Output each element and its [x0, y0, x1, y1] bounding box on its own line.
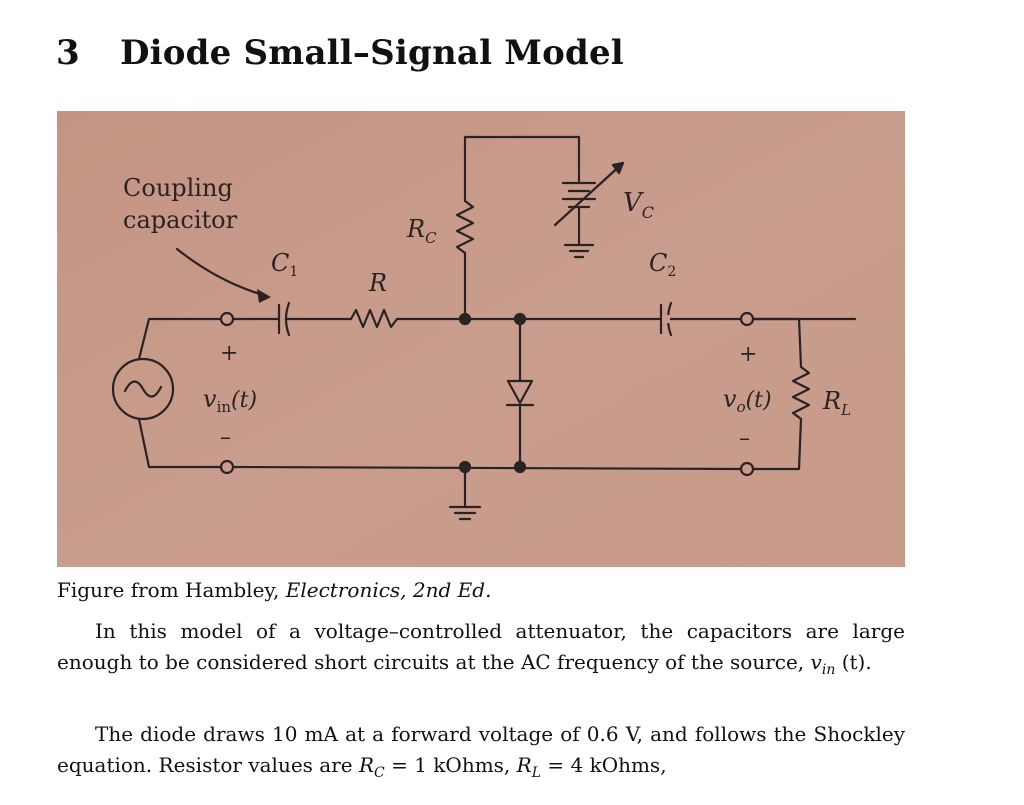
terminal-in-bottom [219, 459, 235, 475]
circuit-figure-photo: Coupling capacitor C1 R RC VC C2 + vin(t… [57, 111, 905, 567]
wire-rl-bottom [751, 417, 803, 471]
annotation-arrow [175, 247, 265, 297]
paragraph-1-text: In this model of a voltage–controlled at… [57, 619, 905, 674]
wire-top-left [137, 317, 223, 361]
label-vo-plus: + [739, 342, 757, 367]
photo-background [57, 111, 905, 567]
label-vin-plus: + [220, 341, 238, 366]
value-rc: = 1 kOhms, [384, 753, 517, 777]
label-vc: VC [623, 188, 654, 222]
resistor-r [349, 308, 399, 329]
label-vin-minus: – [220, 425, 231, 450]
node-dot-diode-bottom [513, 460, 527, 474]
var-vin: vin [810, 650, 836, 678]
label-rl: RL [822, 387, 851, 419]
wire-rc-top [463, 135, 581, 203]
figure-caption: Figure from Hambley, Electronics, 2nd Ed… [57, 575, 491, 605]
caption-source: Electronics, 2nd Ed. [285, 578, 492, 602]
paragraph-2-text: The diode draws 10 mA at a forward volta… [57, 722, 905, 777]
annotation-arrowhead [257, 289, 271, 303]
label-capacitor: capacitor [123, 206, 238, 234]
terminal-out-bottom [739, 461, 755, 477]
label-coupling: Coupling [123, 174, 233, 202]
section-heading: 3 Diode Small–Signal Model [56, 30, 624, 76]
wire-out-right [751, 317, 803, 369]
terminal-in-top [219, 311, 235, 327]
c2-gap [662, 315, 670, 323]
label-c1: C1 [271, 249, 298, 280]
vc-arrowhead [611, 161, 625, 175]
wire-bottom [231, 465, 743, 471]
caption-prefix: Figure from Hambley, [57, 578, 286, 602]
paragraph-1-tail: (t). [835, 650, 872, 674]
resistor-rc [455, 199, 475, 255]
label-vo: vo(t) [723, 385, 772, 416]
label-c2: C2 [649, 249, 676, 280]
resistor-rl [791, 365, 811, 421]
ac-sine [123, 380, 163, 398]
label-vin: vin(t) [203, 385, 257, 416]
value-rl: = 4 kOhms, [541, 753, 667, 777]
diode-triangle [506, 379, 534, 405]
var-rl: RL [516, 753, 542, 781]
wire-bottom-left [137, 417, 223, 469]
terminal-out-top [739, 311, 755, 327]
label-vo-minus: – [739, 426, 750, 451]
ac-source [111, 357, 175, 421]
section-title: Diode Small–Signal Model [120, 33, 624, 73]
label-r: R [368, 269, 387, 297]
label-rc: RC [406, 215, 437, 247]
paragraph-1: In this model of a voltage–controlled at… [57, 616, 905, 686]
vc-arrow [553, 161, 625, 227]
paragraph-2: The diode draws 10 mA at a forward volta… [57, 719, 905, 789]
circuit-diagram: Coupling capacitor C1 R RC VC C2 + vin(t… [57, 111, 905, 567]
var-rc: RC [358, 753, 385, 781]
section-number: 3 [56, 33, 80, 73]
